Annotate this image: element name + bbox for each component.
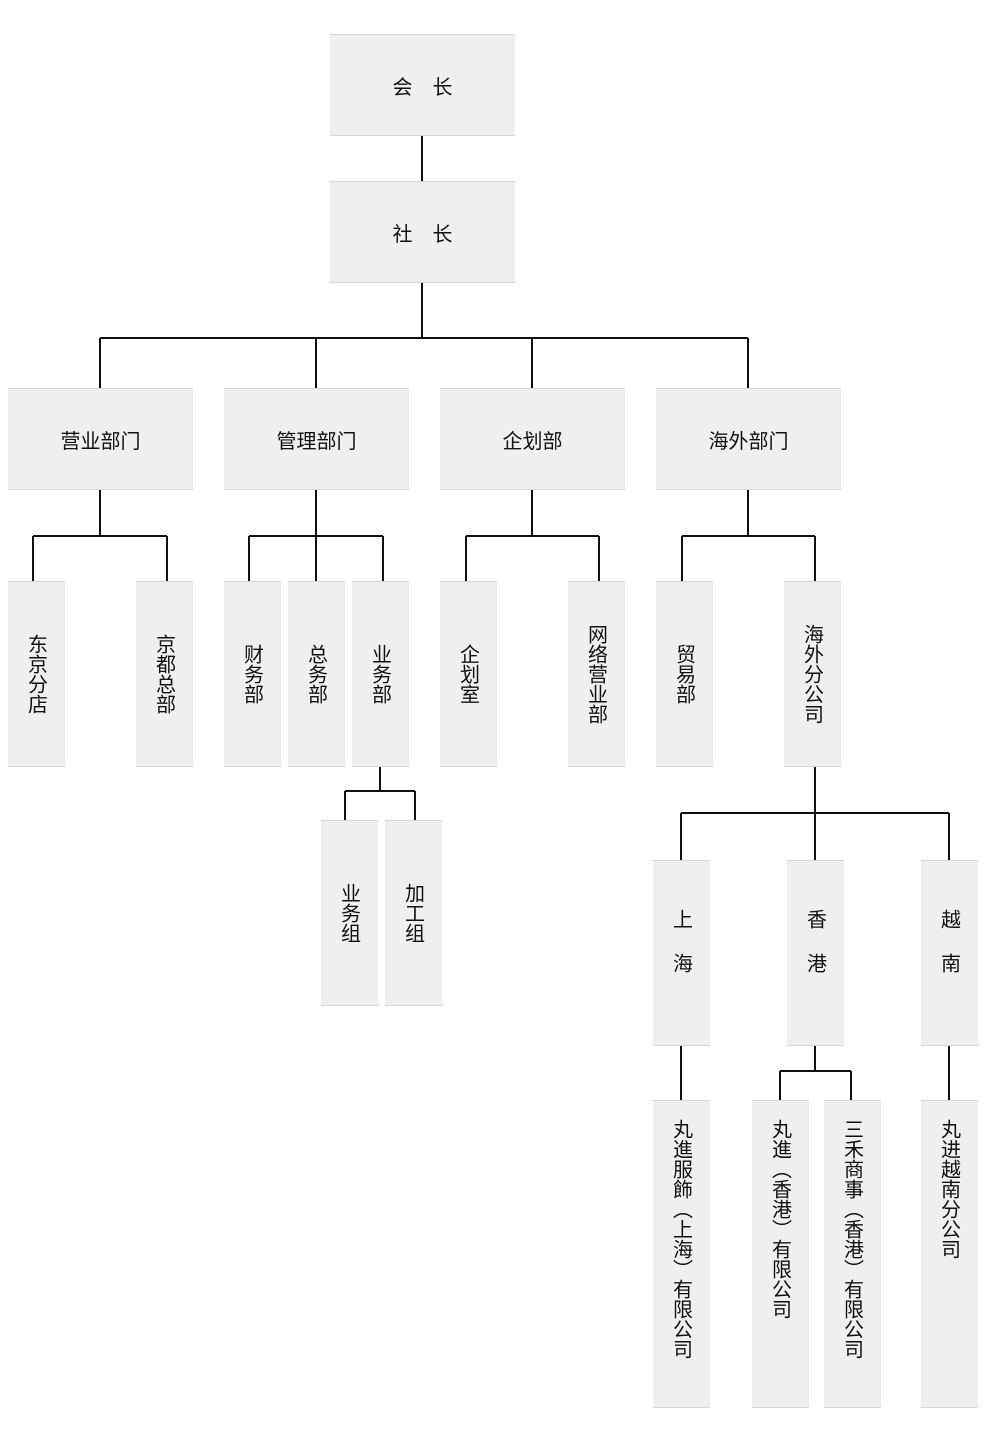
node-vietnam: 越南: [921, 860, 978, 1046]
node-label: 会 长: [392, 74, 453, 99]
node-label: 海外分公司: [800, 624, 825, 724]
node-label: 京都总部: [152, 634, 177, 714]
node-kyoto-hq: 京都总部: [136, 581, 193, 767]
node-label: 总务部: [304, 644, 329, 704]
connector: [681, 490, 816, 581]
connector: [465, 490, 600, 581]
node-label: 东京分店: [24, 634, 49, 714]
connector: [680, 767, 950, 860]
node-label: 企划部: [502, 428, 563, 453]
connector: [248, 490, 384, 581]
connector: [344, 767, 416, 820]
node-sanhe-hk: 三禾商事（香港）有限公司: [824, 1100, 881, 1408]
node-label: 丸進服飾（上海）有限公司: [669, 1119, 694, 1359]
node-tokyo-branch: 东京分店: [8, 581, 65, 767]
node-sales-dept: 营业部门: [8, 388, 193, 490]
node-business: 业务部: [352, 581, 409, 767]
node-chairman: 会 长: [330, 34, 515, 136]
node-label: 社 长: [392, 221, 453, 246]
node-marushin-vietnam: 丸进越南分公司: [921, 1100, 978, 1408]
node-label: 越南: [937, 909, 962, 997]
connector: [32, 490, 168, 581]
node-planning-dept: 企划部: [440, 388, 625, 490]
node-marushin-shanghai: 丸進服飾（上海）有限公司: [653, 1100, 710, 1408]
connector: [99, 135, 749, 388]
node-hongkong: 香港: [787, 860, 844, 1046]
node-trade: 贸易部: [656, 581, 713, 767]
node-label: 财务部: [240, 644, 265, 704]
node-president: 社 长: [330, 181, 515, 283]
node-label: 上海: [669, 909, 694, 997]
node-overseas-dept: 海外部门: [656, 388, 841, 490]
node-label: 贸易部: [672, 644, 697, 704]
node-online-sales: 网络营业部: [568, 581, 625, 767]
node-label: 加工组: [401, 883, 426, 943]
connector: [680, 1045, 950, 1100]
node-label: 网络营业部: [584, 624, 609, 724]
node-planning-office: 企划室: [440, 581, 497, 767]
node-label: 丸進（香港）有限公司: [768, 1119, 793, 1319]
node-marushin-hk: 丸進（香港）有限公司: [752, 1100, 809, 1408]
node-label: 业务组: [337, 883, 362, 943]
node-general-affairs: 总务部: [288, 581, 345, 767]
node-label: 香港: [803, 909, 828, 997]
node-label: 业务部: [368, 644, 393, 704]
node-label: 管理部门: [276, 428, 357, 453]
node-label: 海外部门: [708, 428, 789, 453]
node-label: 丸进越南分公司: [937, 1119, 962, 1259]
node-shanghai: 上海: [653, 860, 710, 1046]
node-label: 营业部门: [60, 428, 141, 453]
node-business-group: 业务组: [321, 820, 378, 1006]
node-finance: 财务部: [224, 581, 281, 767]
node-mgmt-dept: 管理部门: [224, 388, 409, 490]
node-label: 三禾商事（香港）有限公司: [840, 1119, 865, 1359]
node-processing-group: 加工组: [385, 820, 442, 1006]
node-overseas-branch: 海外分公司: [784, 581, 841, 767]
node-label: 企划室: [456, 644, 481, 704]
